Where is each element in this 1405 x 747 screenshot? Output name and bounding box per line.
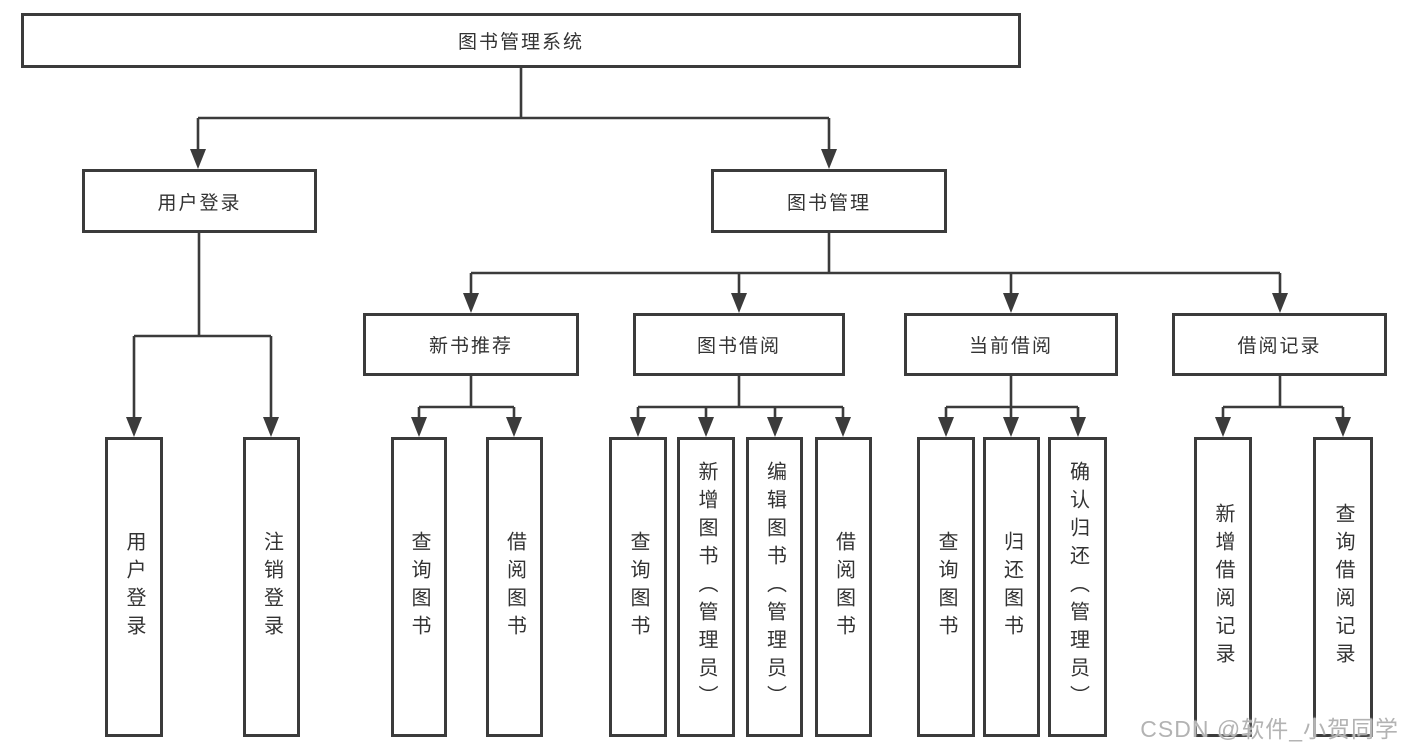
node-label: 归还图书 bbox=[1000, 531, 1023, 643]
node-label: 查询借阅记录 bbox=[1332, 503, 1354, 671]
node-borrow-records: 借阅记录 bbox=[1172, 313, 1387, 376]
arrow-down-icon bbox=[190, 149, 206, 169]
leaf-borrow-books-under-borrow: 借阅图书 bbox=[815, 437, 872, 737]
node-label: 图书借阅 bbox=[696, 336, 781, 357]
node-current-borrow: 当前借阅 bbox=[904, 313, 1118, 376]
node-system-root: 图书管理系统 bbox=[21, 13, 1021, 68]
csdn-watermark: CSDN @软件_小贺同学 bbox=[1140, 716, 1399, 742]
edge-root-to-level1 bbox=[196, 68, 831, 152]
leaf-add-book-admin: 新增图书（管理员） bbox=[677, 437, 735, 737]
arrow-down-icon bbox=[126, 417, 142, 437]
arrow-down-icon bbox=[1335, 417, 1351, 437]
leaf-borrow-books-under-newbook: 借阅图书 bbox=[486, 437, 543, 737]
arrow-down-icon bbox=[938, 417, 954, 437]
node-label: 当前借阅 bbox=[968, 336, 1053, 357]
node-user-login: 用户登录 bbox=[82, 169, 317, 233]
leaf-query-books-under-current: 查询图书 bbox=[917, 437, 975, 737]
leaf-logout: 注销登录 bbox=[243, 437, 300, 737]
node-book-borrow: 图书借阅 bbox=[633, 313, 845, 376]
leaf-add-borrow-record: 新增借阅记录 bbox=[1194, 437, 1252, 737]
edge-borrowrecords-to-leaves bbox=[1221, 376, 1345, 420]
edge-bookmgmt-to-level2 bbox=[469, 233, 1282, 296]
leaf-query-books-under-borrow: 查询图书 bbox=[609, 437, 667, 737]
node-new-book-recommend: 新书推荐 bbox=[363, 313, 579, 376]
arrow-down-icon bbox=[263, 417, 279, 437]
node-label: 确认归还（管理员） bbox=[1066, 461, 1089, 713]
node-label: 借阅图书 bbox=[832, 531, 855, 643]
arrow-down-icon bbox=[630, 417, 646, 437]
node-label: 借阅图书 bbox=[503, 531, 526, 643]
node-label: 编辑图书（管理员） bbox=[763, 461, 786, 713]
edge-userlogin-to-leaves bbox=[132, 233, 273, 420]
arrow-down-icon bbox=[835, 417, 851, 437]
arrow-down-icon bbox=[1070, 417, 1086, 437]
arrow-down-icon bbox=[698, 417, 714, 437]
node-label: 新书推荐 bbox=[428, 336, 513, 357]
leaf-confirm-return-admin: 确认归还（管理员） bbox=[1048, 437, 1107, 737]
arrow-down-icon bbox=[1003, 417, 1019, 437]
leaf-query-borrow-record: 查询借阅记录 bbox=[1313, 437, 1373, 737]
node-label: 查询图书 bbox=[935, 531, 957, 643]
arrow-down-icon bbox=[731, 293, 747, 313]
node-label: 借阅记录 bbox=[1237, 336, 1322, 357]
edge-newbookrec-to-leaves bbox=[417, 376, 516, 420]
arrow-down-icon bbox=[821, 149, 837, 169]
node-label: 用户登录 bbox=[123, 531, 145, 643]
arrow-down-icon bbox=[767, 417, 783, 437]
edge-currentborrow-to-leaves bbox=[944, 376, 1080, 420]
node-label: 新增图书（管理员） bbox=[695, 461, 717, 713]
arrow-down-icon bbox=[1272, 293, 1288, 313]
leaf-query-books-under-newbook: 查询图书 bbox=[391, 437, 447, 737]
arrow-down-icon bbox=[1003, 293, 1019, 313]
leaf-return-books: 归还图书 bbox=[983, 437, 1040, 737]
node-label: 查询图书 bbox=[627, 531, 649, 643]
edge-bookborrow-to-leaves bbox=[636, 376, 845, 420]
node-label: 图书管理 bbox=[786, 192, 871, 214]
leaf-user-login: 用户登录 bbox=[105, 437, 163, 737]
node-label: 查询图书 bbox=[408, 531, 430, 643]
node-label: 用户登录 bbox=[157, 192, 242, 214]
arrow-down-icon bbox=[506, 417, 522, 437]
node-label: 图书管理系统 bbox=[457, 32, 584, 53]
arrow-down-icon bbox=[1215, 417, 1231, 437]
node-book-management: 图书管理 bbox=[711, 169, 947, 233]
leaf-edit-book-admin: 编辑图书（管理员） bbox=[746, 437, 803, 737]
arrow-down-icon bbox=[463, 293, 479, 313]
node-label: 注销登录 bbox=[260, 531, 283, 643]
arrow-down-icon bbox=[411, 417, 427, 437]
node-label: 新增借阅记录 bbox=[1212, 503, 1234, 671]
